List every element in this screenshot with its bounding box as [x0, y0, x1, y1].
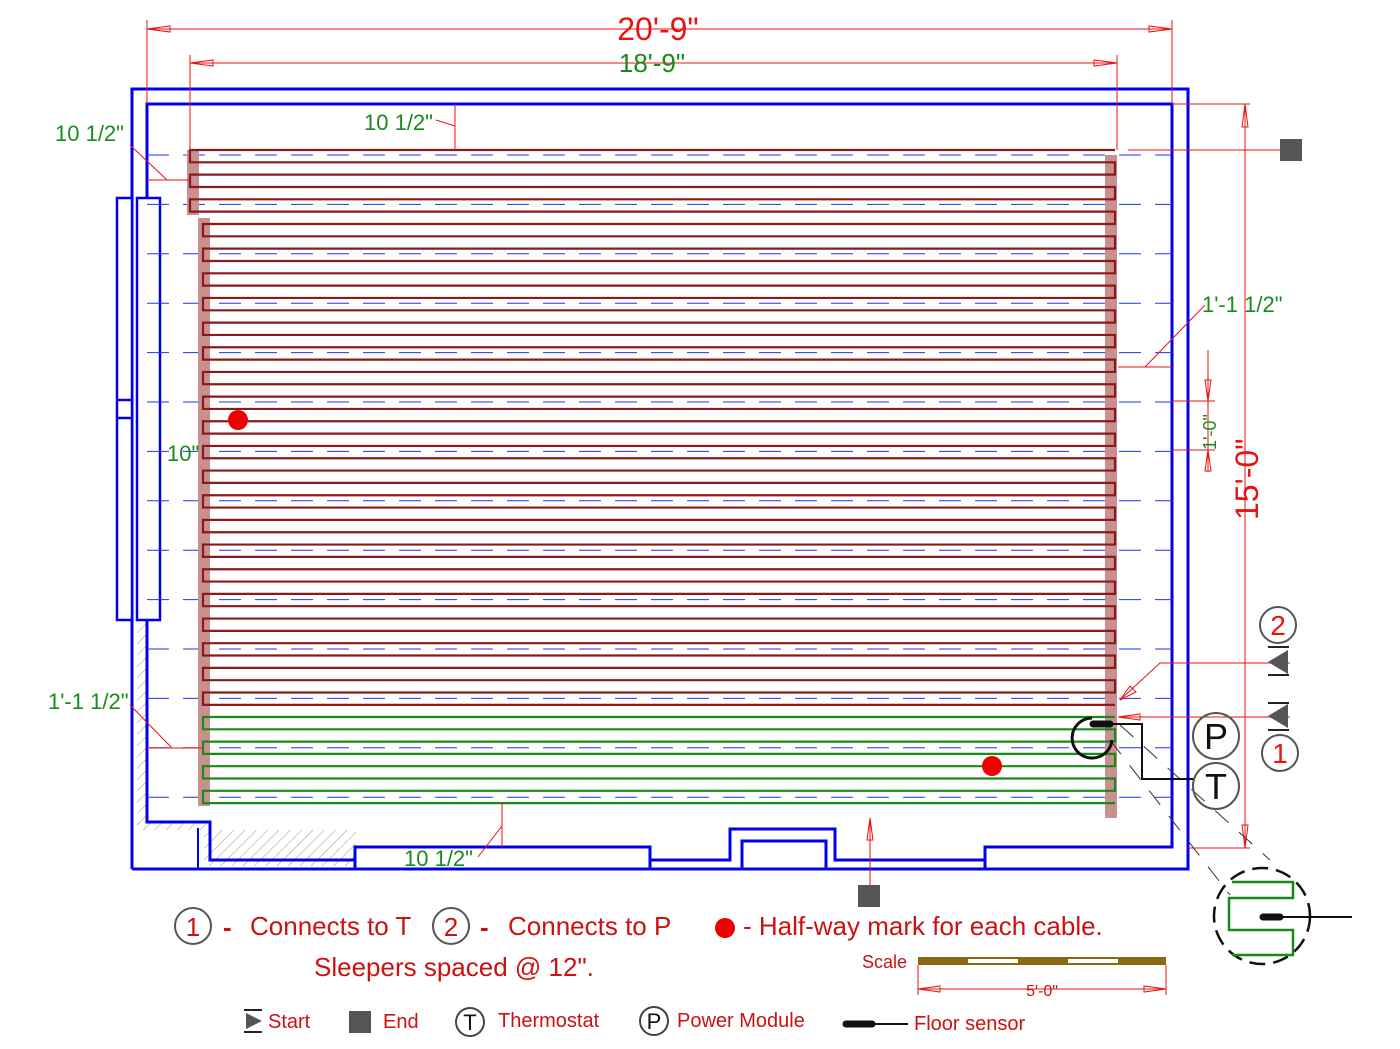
dim-bottom-left: 1'-1 1/2" — [48, 689, 129, 714]
room-walls — [130, 87, 1190, 871]
end-marker-bottom — [858, 885, 880, 907]
dim-top-left: 10 1/2" — [55, 121, 124, 146]
legend: Start End T Thermostat P Power Module Fl… — [244, 1006, 1025, 1037]
note-2-number: 2 — [444, 912, 458, 942]
dim-left: 10" — [167, 441, 199, 466]
legend-thermostat-symbol: T — [463, 1010, 476, 1035]
halfway-mark-cable-2 — [228, 410, 248, 430]
dim-overall-height: 15'-0" — [1229, 438, 1265, 520]
scale-bar — [917, 957, 1167, 995]
start-legend-icon — [244, 1009, 262, 1033]
legend-end: End — [383, 1011, 419, 1033]
heating-cable-1 — [201, 715, 1117, 805]
dim-bottom: 10 1/2" — [404, 846, 473, 871]
dim-spacing: 1'-0" — [1200, 414, 1220, 450]
note-2-dash: - — [480, 912, 489, 942]
sleepers — [147, 154, 1172, 798]
window — [115, 196, 162, 622]
end-marker-top — [1280, 139, 1302, 161]
note-1-text: Connects to T — [250, 911, 412, 941]
cable-1-label: 1 — [1272, 738, 1288, 769]
note-halfway: - Half-way mark for each cable. — [743, 911, 1103, 941]
start-marker-1 — [1268, 702, 1289, 731]
dimension-lines — [129, 20, 1290, 885]
note-sleepers: Sleepers spaced @ 12". — [314, 952, 594, 982]
legend-start: Start — [268, 1011, 311, 1033]
dim-overall-width: 20'-9" — [617, 11, 699, 47]
scale-label: Scale — [862, 952, 907, 972]
legend-floor-sensor: Floor sensor — [914, 1013, 1025, 1035]
wall-hatch — [137, 620, 356, 866]
power-module-symbol: P — [1204, 716, 1228, 757]
heating-cables — [188, 148, 1117, 805]
cable-2-label: 2 — [1270, 610, 1286, 641]
dim-top: 10 1/2" — [364, 110, 433, 135]
sensor-detail — [1212, 866, 1352, 966]
thermostat-symbol: T — [1205, 766, 1227, 807]
legend-power-symbol: P — [647, 1009, 662, 1034]
heating-cable-2 — [188, 148, 1117, 706]
legend-thermostat: Thermostat — [498, 1010, 600, 1032]
floor-sensor — [1070, 716, 1193, 780]
scale-length: 5'-0" — [1026, 983, 1058, 1000]
halfway-legend-dot — [715, 918, 735, 938]
dim-right: 1'-1 1/2" — [1202, 292, 1283, 317]
end-legend-icon — [349, 1011, 371, 1033]
note-2-text: Connects to P — [508, 911, 671, 941]
note-1-number: 1 — [186, 912, 200, 942]
dim-cable-width: 18'-9" — [619, 48, 685, 78]
note-1-dash: - — [223, 912, 232, 942]
legend-power: Power Module — [677, 1010, 805, 1032]
halfway-mark-cable-1 — [982, 756, 1002, 776]
start-marker-2 — [1268, 646, 1289, 676]
leader-lines — [1109, 724, 1271, 896]
